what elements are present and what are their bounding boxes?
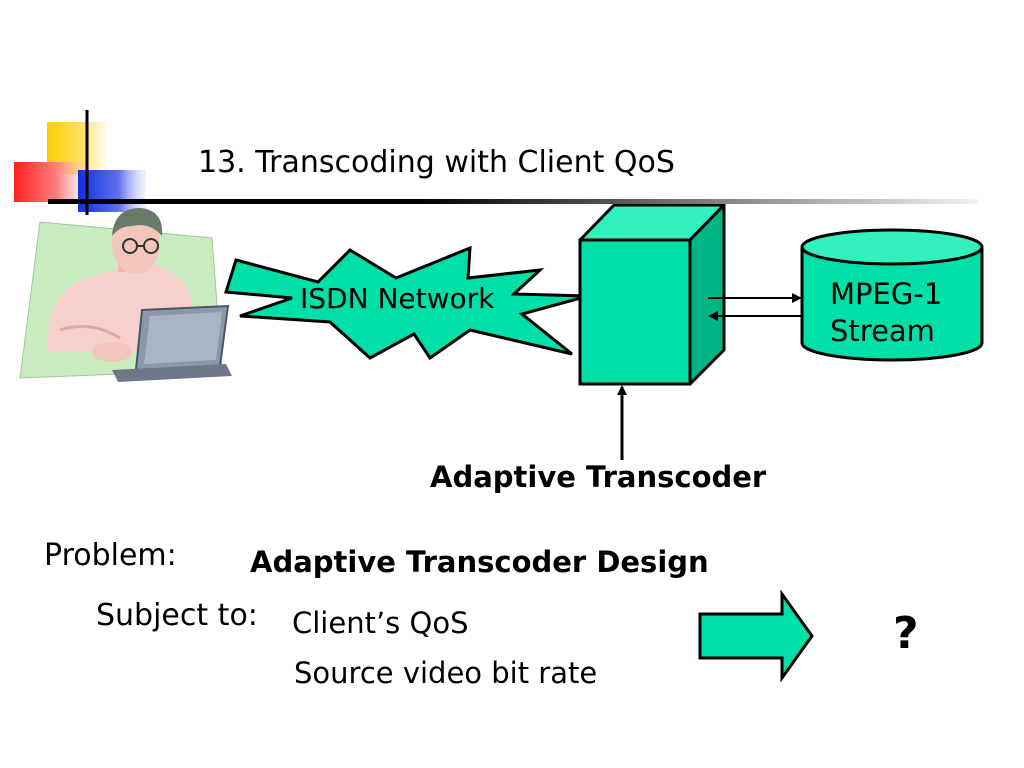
stream-label: MPEG-1 Stream: [830, 276, 942, 350]
subject-label: Subject to:: [96, 598, 258, 633]
user-at-laptop-clipart-icon: [19, 208, 232, 382]
block-arrow-right: [698, 589, 814, 683]
logo-squares-icon: [14, 110, 146, 215]
adaptive-transcoder-box: [578, 203, 726, 386]
problem-label: Problem:: [44, 538, 177, 573]
transcoder-label: Adaptive Transcoder: [430, 460, 767, 494]
result-question-mark: ?: [893, 608, 919, 659]
title-rule: [48, 199, 978, 204]
problem-text: Adaptive Transcoder Design: [250, 545, 709, 579]
constraint-bit-rate: Source video bit rate: [294, 656, 598, 690]
slide-title: 13. Transcoding with Client QoS: [198, 145, 675, 180]
mpeg1-stream-cylinder: [800, 228, 984, 362]
stream-label-line1: MPEG-1: [830, 277, 943, 311]
network-label: ISDN Network: [300, 282, 495, 315]
isdn-network-starburst: [224, 245, 589, 361]
stream-label-line2: Stream: [830, 314, 935, 348]
constraint-client-qos: Client’s QoS: [292, 606, 469, 640]
